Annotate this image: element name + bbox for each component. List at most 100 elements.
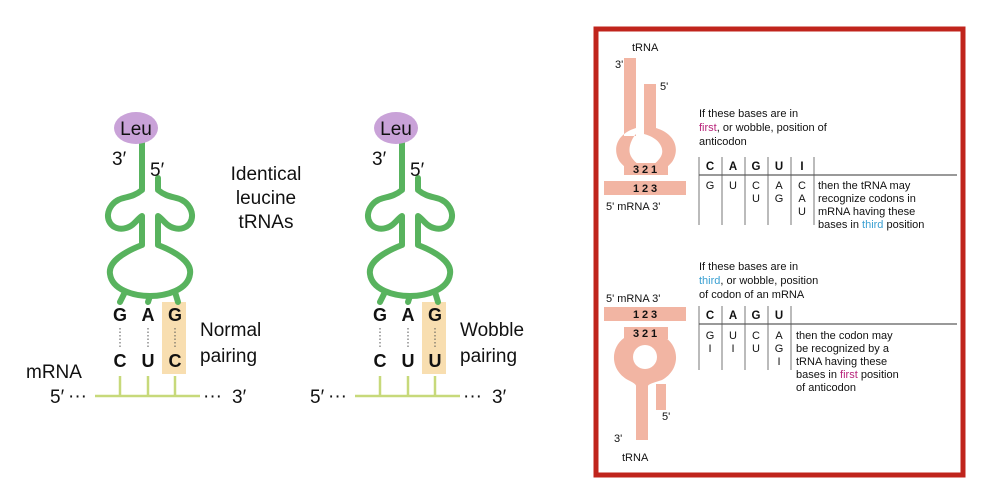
top-trna-label: tRNA xyxy=(632,42,659,54)
codon-base: C xyxy=(169,351,182,371)
highlight-box-wobble xyxy=(422,302,446,374)
top-result-line2: recognize codons in xyxy=(818,193,916,205)
anticodon-base: G xyxy=(113,305,127,325)
top-mrna-pos: 3 xyxy=(651,183,657,195)
bottom-mrna-pos: 2 xyxy=(642,309,648,321)
codon-base: U xyxy=(142,351,155,371)
bottom-desc-line1: If these bases are in xyxy=(699,261,798,273)
mrna-dots-left-1: ··· xyxy=(68,386,87,407)
bottom-cell: C xyxy=(752,330,760,342)
bottom-cell: U xyxy=(729,330,737,342)
top-desc-first: first xyxy=(699,122,717,134)
top-cell: U xyxy=(798,206,806,218)
top-cell: G xyxy=(706,180,715,192)
bottom-result-first: first xyxy=(840,369,858,381)
top-cell: U xyxy=(752,193,760,205)
bottom-cell: G xyxy=(706,330,715,342)
bottom-desc-third: third xyxy=(699,275,720,287)
top-desc-line2: first, or wobble, position of xyxy=(699,122,828,134)
top-desc-line3: anticodon xyxy=(699,136,747,148)
trna-5prime-1: 5′ xyxy=(150,160,165,181)
top-cell: C xyxy=(798,180,806,192)
bottom-cell: G xyxy=(775,343,784,355)
top-cell: U xyxy=(729,180,737,192)
bottom-result-line5: of anticodon xyxy=(796,382,856,394)
wobble-label-line1: Wobble xyxy=(460,320,524,341)
top-result-line4: bases in third position xyxy=(818,219,924,231)
mrna-3prime-2: 3′ xyxy=(492,387,507,408)
bottom-cell: I xyxy=(777,356,780,368)
top-result-line1: then the tRNA may xyxy=(818,180,911,192)
top-result-a: bases in xyxy=(818,219,862,231)
mrna-3prime-1: 3′ xyxy=(232,387,247,408)
anticodon-base: G xyxy=(168,305,182,325)
bottom-trna-5prime: 5' xyxy=(662,411,670,423)
bottom-anticodon-pos: 2 xyxy=(642,328,648,340)
mrna-strand-1 xyxy=(95,376,200,398)
bottom-trna-shape xyxy=(613,338,677,440)
mrna-strand-2 xyxy=(355,376,460,398)
top-result-line3: mRNA having these xyxy=(818,206,915,218)
mrna-dots-right-1: ··· xyxy=(203,386,222,407)
top-anticodon-pos: 2 xyxy=(642,164,648,176)
top-mrna-bar xyxy=(604,181,686,195)
top-header-base: G xyxy=(752,161,761,173)
trna-normal-pairing: Leu 3′ 5′ G A G C U C Normal pairing mRN… xyxy=(26,112,261,408)
top-cell: A xyxy=(775,180,783,192)
anticodon-base: A xyxy=(142,305,155,325)
top-cell: A xyxy=(798,193,806,205)
top-trna: tRNA 3' 5' 3 2 1 1 2 3 5' mRNA 3' xyxy=(604,42,686,213)
bottom-mrna-pos: 3 xyxy=(651,309,657,321)
bottom-anticodon-pos: 3 xyxy=(633,328,639,340)
codon-base: C xyxy=(114,351,127,371)
top-cell: C xyxy=(752,180,760,192)
bottom-anticodon-pos: 1 xyxy=(651,328,657,340)
top-trna-5prime: 5' xyxy=(660,81,668,93)
trna-wobble-pairing: Leu 3′ 5′ G A G C U U Wobble pairing 5′ … xyxy=(310,112,524,408)
top-anticodon-bar xyxy=(624,163,668,175)
top-mrna-label: 5' mRNA 3' xyxy=(606,201,660,213)
bottom-result-line4: bases in first position xyxy=(796,369,899,381)
top-desc-rest: , or wobble, position of xyxy=(717,122,828,134)
bottom-header-base: G xyxy=(752,310,761,322)
bottom-mrna-bar xyxy=(604,307,686,321)
leu-amino-acid-2 xyxy=(374,112,418,144)
bottom-mrna-label: 5' mRNA 3' xyxy=(606,293,660,305)
top-header-base: U xyxy=(775,161,783,173)
top-trna-3prime: 3' xyxy=(615,59,623,71)
bottom-desc-line3: of codon of an mRNA xyxy=(699,289,805,301)
bottom-trna: 5' mRNA 3' 1 2 3 3 2 1 5' 3' tRNA xyxy=(604,293,686,464)
wobble-label-line2: pairing xyxy=(460,346,517,367)
codon-base: U xyxy=(402,351,415,371)
bottom-result-line2: be recognized by a xyxy=(796,343,890,355)
anticodon-base: G xyxy=(428,305,442,325)
bottom-anticodon-bar xyxy=(624,327,668,339)
bottom-cell: I xyxy=(731,343,734,355)
mrna-5prime-1: 5′ xyxy=(50,387,65,408)
mrna-label: mRNA xyxy=(26,362,82,383)
identical-label-line2: leucine xyxy=(236,188,296,209)
trna-shape-2 xyxy=(365,147,455,305)
top-anticodon-pos: 1 xyxy=(651,164,657,176)
bottom-header-base: U xyxy=(775,310,783,322)
bottom-trna-3prime: 3' xyxy=(614,433,622,445)
top-desc-line1: If these bases are in xyxy=(699,108,798,120)
top-header-base: C xyxy=(706,161,714,173)
trna-5prime-2: 5′ xyxy=(410,160,425,181)
bottom-cell: I xyxy=(708,343,711,355)
top-header-base: I xyxy=(800,161,803,173)
wobble-rules-figure: tRNA 3' 5' 3 2 1 1 2 3 5' mRNA 3' If the… xyxy=(593,26,966,478)
bottom-header-base: A xyxy=(729,310,737,322)
bottom-cell: U xyxy=(752,343,760,355)
codon-base: U xyxy=(429,351,442,371)
top-trna-shape xyxy=(616,58,676,174)
mrna-dots-right-2: ··· xyxy=(463,386,482,407)
top-result-third: third xyxy=(862,219,883,231)
bottom-cell: A xyxy=(775,330,783,342)
top-mrna-pos: 2 xyxy=(642,183,648,195)
top-table: C A G U I G U C U A G C A U then the tRN… xyxy=(698,157,957,231)
highlight-box-normal xyxy=(162,302,186,374)
codon-base: C xyxy=(374,351,387,371)
bottom-result-line3: tRNA having these xyxy=(796,356,887,368)
bottom-mrna-pos: 1 xyxy=(633,309,639,321)
